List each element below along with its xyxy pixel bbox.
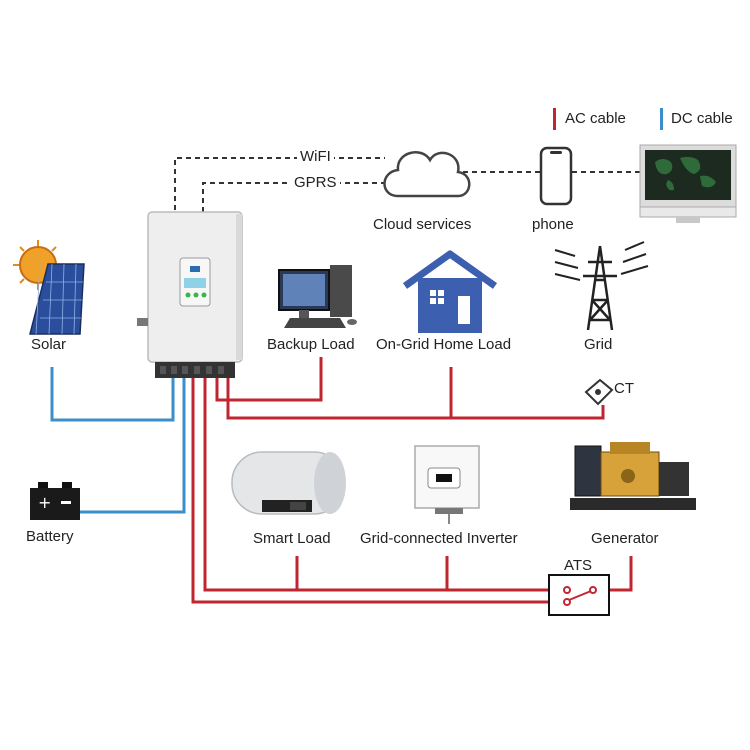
ats-bottom-cable [191, 378, 567, 604]
cloud-icon [383, 151, 471, 198]
ats-switch [548, 574, 610, 616]
solar-panel-icon [13, 240, 85, 335]
cloud-services-label: Cloud services [373, 216, 472, 233]
computer-icon [278, 265, 357, 328]
dc-cables [50, 367, 186, 514]
power-tower-icon [554, 241, 649, 331]
phone-label: phone [532, 216, 574, 233]
smart-load-label: Smart Load [253, 530, 331, 547]
battery-label: Battery [26, 528, 74, 545]
ct-sensor-icon [584, 378, 614, 406]
home-load-label: On-Grid Home Load [376, 336, 512, 353]
battery-dc-cable [80, 378, 186, 514]
ct-label: CT [614, 380, 634, 397]
solar-dc-cable [50, 367, 175, 422]
grid-cable [226, 378, 605, 420]
hybrid-inverter-icon [137, 211, 243, 378]
ac-cable-legend-swatch [553, 108, 556, 130]
grid-inverter-label: Grid-connected Inverter [360, 530, 518, 547]
phone-icon [539, 146, 573, 206]
backup-load-cable [215, 357, 323, 402]
dc-cable-legend-swatch [660, 108, 663, 130]
generator-icon [570, 442, 696, 510]
monitor-icon [639, 144, 737, 223]
solar-label: Solar [31, 336, 67, 353]
house-icon [402, 250, 498, 333]
generator-label: Generator [591, 530, 659, 547]
grid-label: Grid [584, 336, 613, 353]
svg-text:+: + [38, 493, 51, 512]
water-heater-icon [231, 451, 346, 515]
generator-ats-cable [203, 378, 299, 592]
ac-cable-legend-label: AC cable [565, 110, 626, 127]
ac-cables [191, 357, 633, 604]
ats-label: ATS [564, 557, 593, 574]
backup-load-label: Backup Load [267, 336, 355, 353]
grid-inverter-icon [414, 445, 480, 524]
dc-cable-legend-label: DC cable [671, 110, 733, 127]
wifi-label: WiFI [297, 148, 334, 165]
wifi-link [174, 157, 385, 210]
gen-inv-cable [297, 556, 449, 592]
battery-icon: + [30, 482, 80, 520]
gprs-link [202, 182, 385, 212]
gprs-label: GPRS [291, 174, 340, 191]
